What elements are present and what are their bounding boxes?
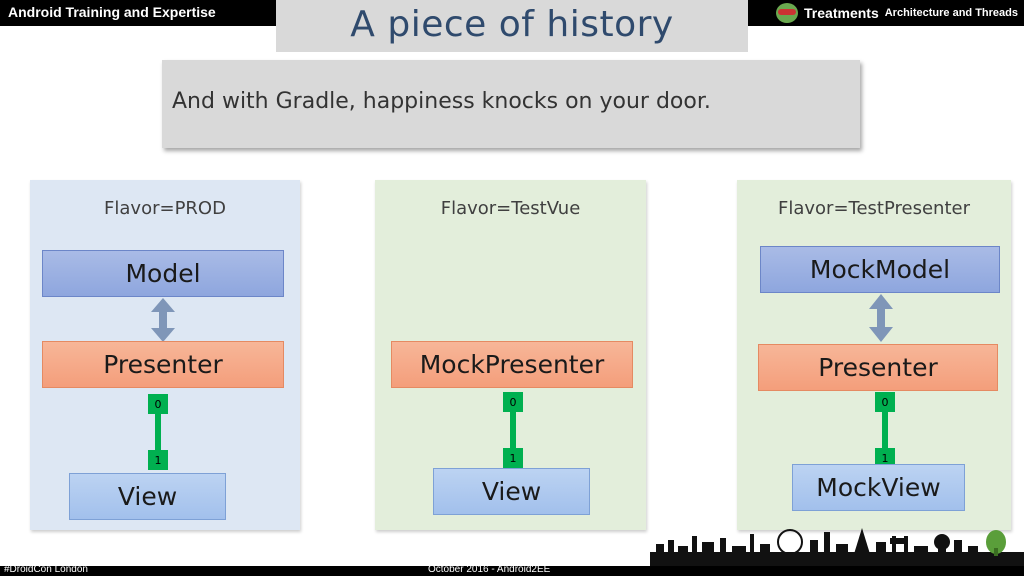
panel-testvue: Flavor=TestVue MockPresenter 0 1 View [375,180,646,530]
double-arrow-icon [151,298,175,342]
brand-subtitle: Architecture and Threads [884,7,1018,19]
link-label-0: 0 [503,392,523,412]
mock-model-box: MockModel [760,246,1000,293]
link-line [155,414,161,450]
model-box: Model [42,250,284,297]
brand-area: Treatments Architecture and Threads [776,3,1018,23]
view-box: View [433,468,590,515]
link-label-1: 1 [148,450,168,470]
callout-box: And with Gradle, happiness knocks on you… [162,60,860,148]
turtle-logo-icon [776,3,799,23]
double-arrow-icon [869,294,893,342]
footer-event: #DroidCon London [4,564,88,575]
link-label-0: 0 [875,392,895,412]
panel-testpresenter: Flavor=TestPresenter MockModel Presenter… [737,180,1011,530]
callout-text: And with Gradle, happiness knocks on you… [172,89,711,114]
slide-title-box: A piece of history [276,0,748,52]
footer-date: October 2016 - Android2EE [428,564,551,575]
presenter-box: Presenter [758,344,998,391]
mock-view-box: MockView [792,464,965,511]
london-skyline-icon [650,528,1024,566]
mock-presenter-box: MockPresenter [391,341,633,388]
slide-title: A piece of history [350,4,674,45]
link-label-1: 1 [503,448,523,468]
brand-name: Treatments [804,5,879,21]
panel-title: Flavor=TestPresenter [778,198,970,219]
panel-title: Flavor=PROD [104,198,226,219]
footer-bar: #DroidCon London October 2016 - Android2… [0,564,1024,576]
link-line [882,412,888,448]
panel-prod: Flavor=PROD Model Presenter 0 1 View [30,180,300,530]
link-line [510,412,516,448]
training-title: Android Training and Expertise [8,4,216,20]
presenter-box: Presenter [42,341,284,388]
view-box: View [69,473,226,520]
panel-title: Flavor=TestVue [440,198,581,219]
link-label-0: 0 [148,394,168,414]
link-label-1: 1 [875,448,895,468]
